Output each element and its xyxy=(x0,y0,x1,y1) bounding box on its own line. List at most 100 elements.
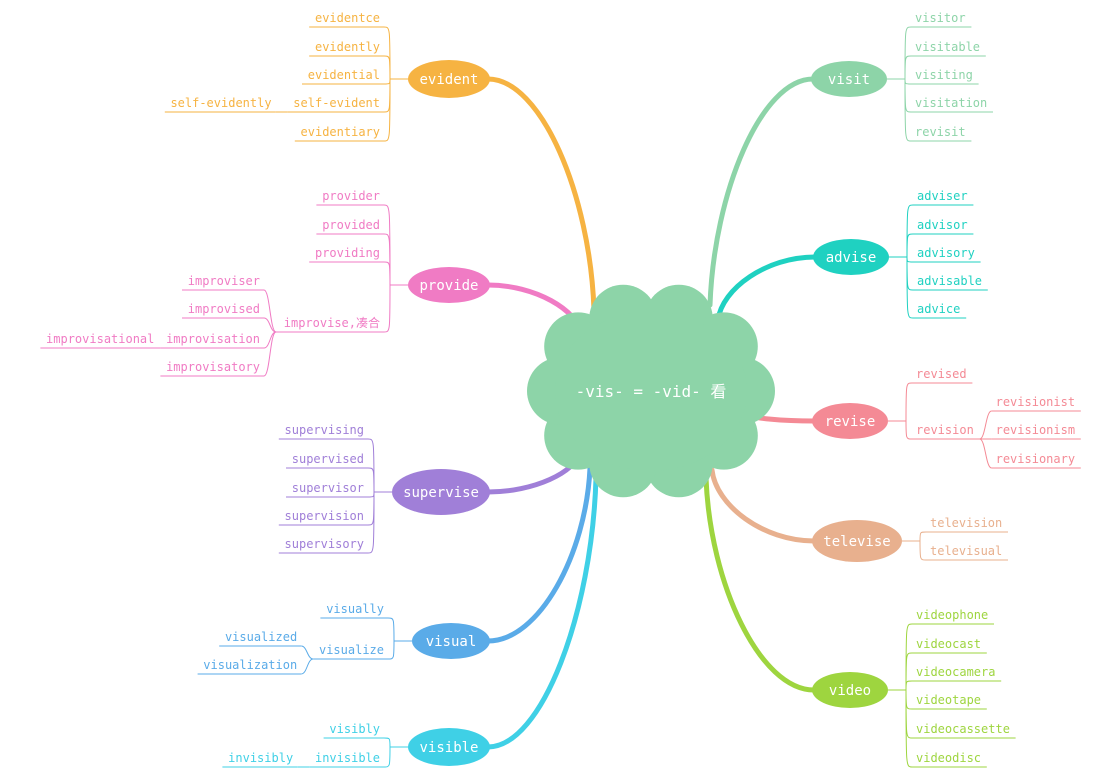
branch-label: visual xyxy=(426,634,477,650)
node-visitation[interactable]: visitation xyxy=(915,96,987,110)
connector-visible xyxy=(485,475,599,750)
node-visualization[interactable]: visualization xyxy=(203,658,297,672)
child-connector xyxy=(383,233,391,286)
node-visualize[interactable]: visualize xyxy=(319,643,384,657)
branch-node-evident[interactable]: evident xyxy=(408,60,490,98)
child-connector xyxy=(906,256,914,263)
node-visitable[interactable]: visitable xyxy=(915,40,980,54)
branch-visual: visually visualize visualized visualization… xyxy=(197,602,490,675)
branch-node-televise[interactable]: televise xyxy=(812,520,902,562)
child-connector xyxy=(383,78,391,85)
node-improvisation[interactable]: improvisation xyxy=(166,332,260,346)
child-connector xyxy=(906,256,914,319)
child-connector xyxy=(906,204,914,258)
node-revised[interactable]: revised xyxy=(916,367,967,381)
node-provider[interactable]: provider xyxy=(322,189,380,203)
node-visiting[interactable]: visiting xyxy=(915,68,973,82)
node-invisible[interactable]: invisible xyxy=(315,751,380,765)
child-connector xyxy=(387,617,395,642)
node-improvised[interactable]: improvised xyxy=(188,302,260,316)
grandchild-connector xyxy=(263,331,277,377)
branch-advise: adviser advisor advisory advisable advice adv… xyxy=(813,189,988,319)
node-videotape[interactable]: videotape xyxy=(916,693,981,707)
branch-ellipse xyxy=(408,728,490,766)
node-evidentiary[interactable]: evidentiary xyxy=(301,125,380,139)
node-videocassette[interactable]: videocassette xyxy=(916,722,1010,736)
node-revisionist[interactable]: revisionist xyxy=(996,395,1075,409)
branch-node-supervise[interactable]: supervise xyxy=(392,469,490,515)
child-connector xyxy=(904,55,912,80)
node-evidential[interactable]: evidential xyxy=(308,68,380,82)
grandchild-connector xyxy=(979,438,992,469)
node-supervision[interactable]: supervision xyxy=(285,509,364,523)
branch-ellipse xyxy=(812,520,902,562)
node-improvisatory[interactable]: improvisatory xyxy=(166,360,260,374)
node-invisibly[interactable]: invisibly xyxy=(228,751,293,765)
node-revisit[interactable]: revisit xyxy=(915,125,966,139)
node-visitor[interactable]: visitor xyxy=(915,11,966,25)
node-visually[interactable]: visually xyxy=(326,602,384,616)
node-improviser[interactable]: improviser xyxy=(188,274,260,288)
node-television[interactable]: television xyxy=(930,516,1002,530)
branch-ellipse xyxy=(408,267,490,303)
node-videodisc[interactable]: videodisc xyxy=(916,751,981,765)
branch-node-advise[interactable]: advise xyxy=(813,239,889,275)
branch-node-visit[interactable]: visit xyxy=(811,61,887,97)
branch-node-video[interactable]: video xyxy=(812,672,888,708)
branch-node-visible[interactable]: visible xyxy=(408,728,490,766)
cloud-body xyxy=(555,311,747,471)
node-revisionary[interactable]: revisionary xyxy=(996,452,1075,466)
branch-ellipse xyxy=(812,403,888,439)
node-advisory[interactable]: advisory xyxy=(917,246,975,260)
node-adviser[interactable]: adviser xyxy=(917,189,968,203)
node-advice[interactable]: advice xyxy=(917,302,960,316)
connector-advise xyxy=(715,254,818,323)
node-improvise[interactable]: improvise,凑合 xyxy=(284,315,380,330)
node-advisable[interactable]: advisable xyxy=(917,274,982,288)
node-revision[interactable]: revision xyxy=(916,423,974,437)
child-connector xyxy=(383,284,391,333)
node-videophone[interactable]: videophone xyxy=(916,608,988,622)
node-visualized[interactable]: visualized xyxy=(225,630,297,644)
child-connector xyxy=(919,540,927,561)
child-connector xyxy=(367,491,375,498)
connector-evident xyxy=(485,76,597,313)
node-videocast[interactable]: videocast xyxy=(916,637,981,651)
node-supervised[interactable]: supervised xyxy=(292,452,364,466)
node-supervising[interactable]: supervising xyxy=(285,423,364,437)
node-revisionism[interactable]: revisionism xyxy=(996,423,1075,437)
child-connector xyxy=(905,689,913,710)
node-self-evidently[interactable]: self-evidently xyxy=(170,96,271,110)
child-connector xyxy=(367,438,375,493)
node-videocamera[interactable]: videocamera xyxy=(916,665,995,679)
branch-node-revise[interactable]: revise xyxy=(812,403,888,439)
node-evidentce[interactable]: evidentce xyxy=(315,11,380,25)
branch-label: supervise xyxy=(403,485,479,501)
branch-televise: television televisual televise xyxy=(812,516,1008,562)
center-node[interactable]: -vis- = -vid- 看 xyxy=(527,284,775,498)
child-connector xyxy=(383,78,391,142)
branch-ellipse xyxy=(813,239,889,275)
node-advisor[interactable]: advisor xyxy=(917,218,968,232)
node-televisual[interactable]: televisual xyxy=(930,544,1002,558)
grandchild-connector xyxy=(263,289,277,333)
node-supervisor[interactable]: supervisor xyxy=(292,481,364,495)
node-visibly[interactable]: visibly xyxy=(329,722,380,736)
node-self-evident[interactable]: self-evident xyxy=(293,96,380,110)
node-evidently[interactable]: evidently xyxy=(315,40,380,54)
branch-node-visual[interactable]: visual xyxy=(412,623,490,659)
branch-provide: provider provided providing improvise,凑合 imp… xyxy=(40,189,490,377)
branch-node-provide[interactable]: provide xyxy=(408,267,490,303)
child-connector xyxy=(904,26,912,80)
node-supervisory[interactable]: supervisory xyxy=(285,537,364,551)
node-provided[interactable]: provided xyxy=(322,218,380,232)
branch-ellipse xyxy=(408,60,490,98)
child-connector xyxy=(904,78,912,85)
branch-label: provide xyxy=(419,278,478,294)
child-connector xyxy=(383,26,391,80)
node-improvisational[interactable]: improvisational xyxy=(46,332,154,346)
child-connector xyxy=(383,746,391,768)
child-connector xyxy=(906,233,914,258)
child-connector xyxy=(905,689,913,768)
node-providing[interactable]: providing xyxy=(315,246,380,260)
